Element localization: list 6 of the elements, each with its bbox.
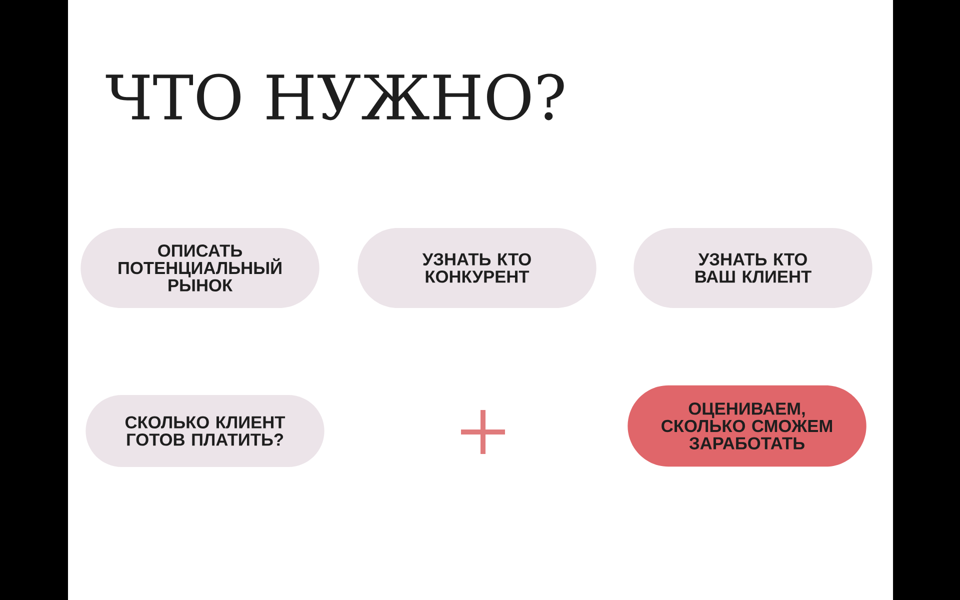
pill-box: СКОЛЬКО КЛИЕНТ ГОТОВ ПЛАТИТЬ? bbox=[86, 395, 324, 467]
pill-box: УЗНАТЬ КТО КОНКУРЕНТ bbox=[358, 228, 596, 308]
pill-box: УЗНАТЬ КТО ВАШ КЛИЕНТ bbox=[634, 228, 872, 308]
pill-box: ОЦЕНИВАЕМ, СКОЛЬКО СМОЖЕМ ЗАРАБОТАТЬ bbox=[628, 385, 866, 467]
title: ЧТО НУЖНО? bbox=[106, 74, 564, 120]
pill-box: ОПИСАТЬ ПОТЕНЦИАЛЬНЫЙ РЫНОК bbox=[80, 228, 320, 308]
